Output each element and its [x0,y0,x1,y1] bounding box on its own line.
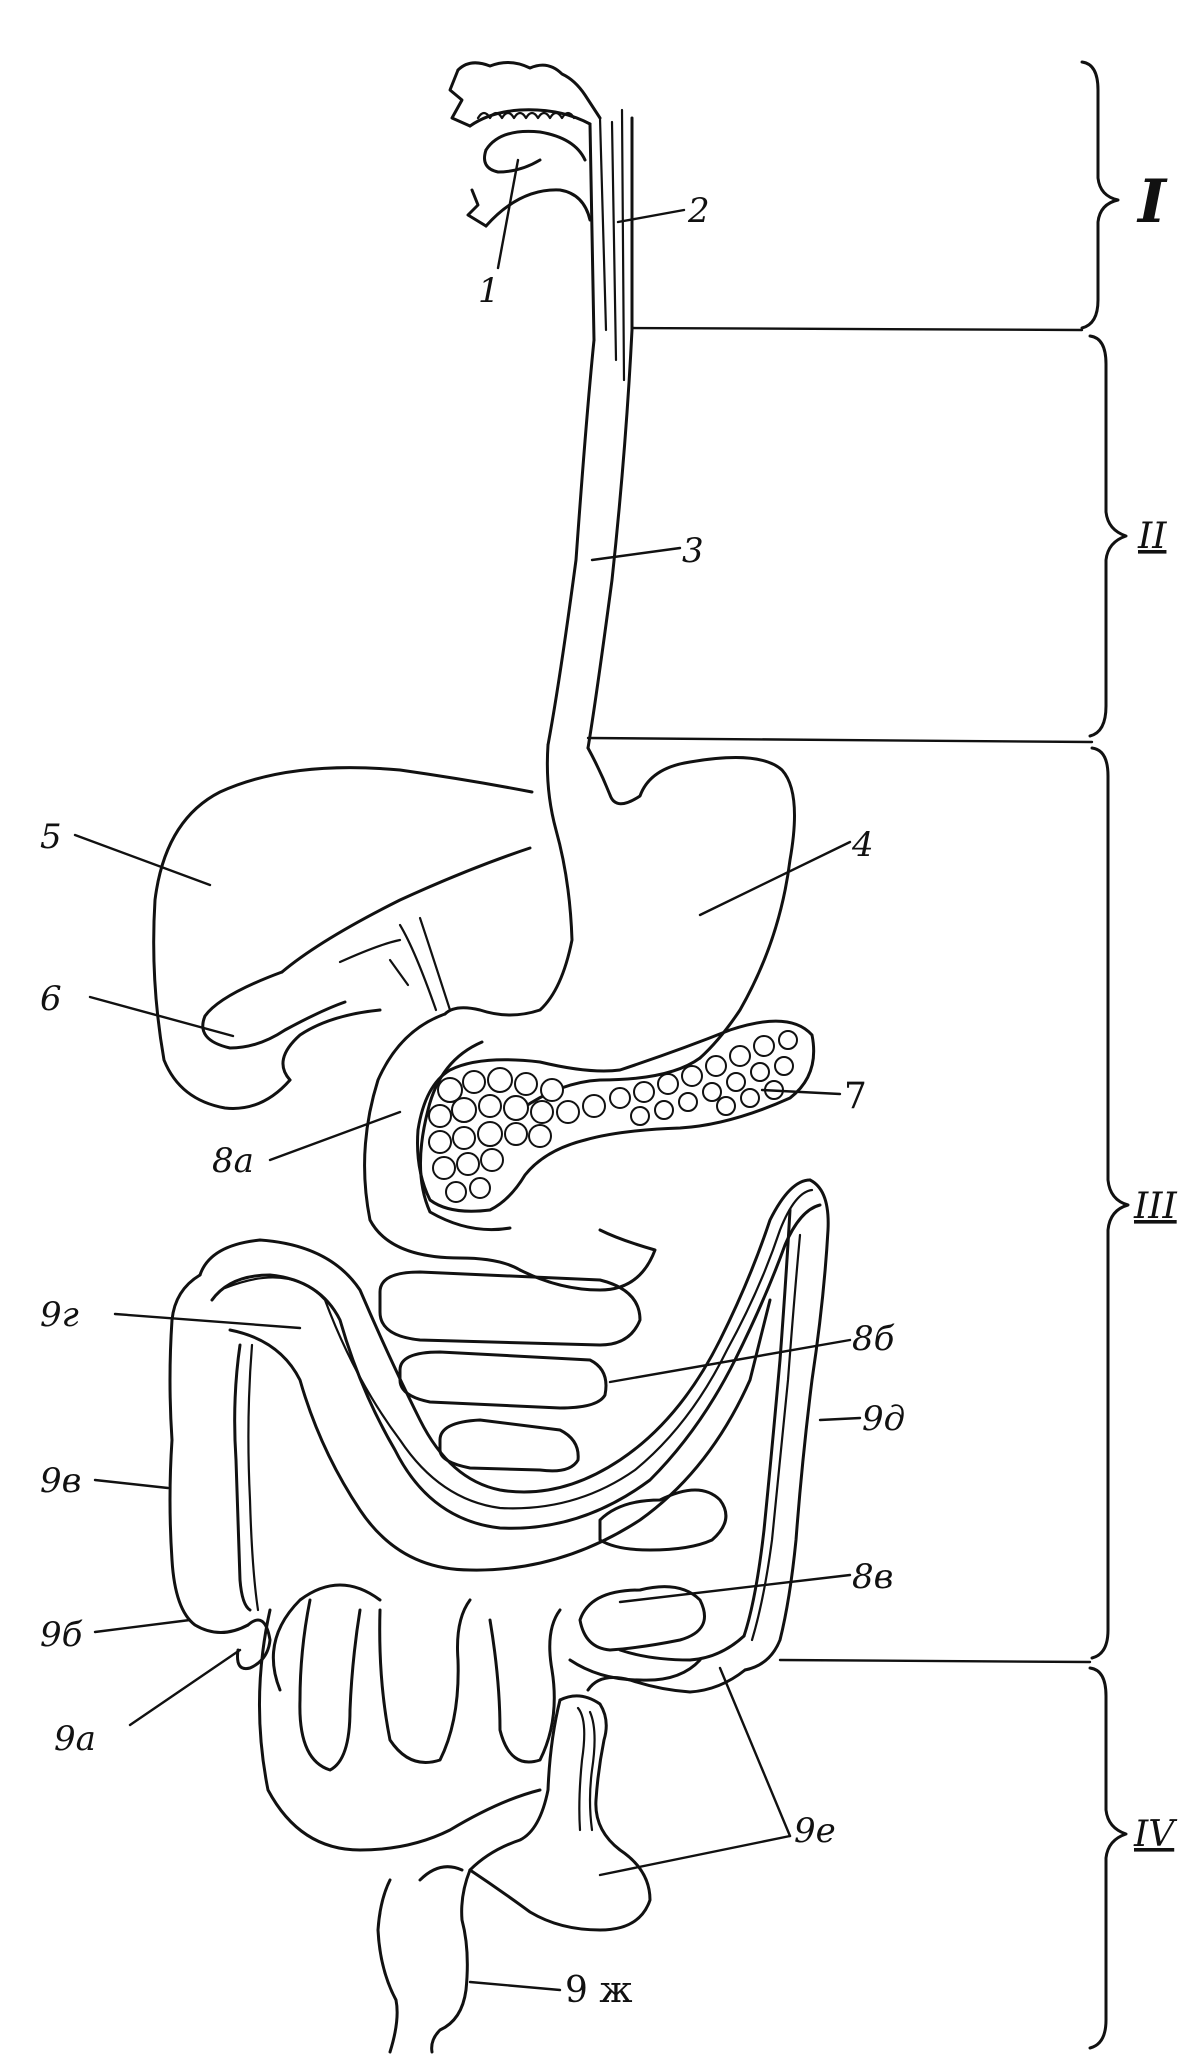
label-6: 6 [40,979,62,1019]
label-8b: 8б [852,1319,895,1359]
pharynx [588,108,634,382]
label-2: 2 [687,191,710,231]
section-label-1: I [1136,167,1168,237]
stomach [443,743,796,1060]
section-label-3: III [1133,1186,1177,1227]
label-7: 7 [844,1076,867,1117]
rectum [376,1865,472,2054]
sigmoid-colon [468,1694,652,1932]
label-5: 5 [40,817,62,857]
label-9zh: 9 ж [565,1970,632,2011]
label-1: 1 [478,271,500,311]
duodenum [363,1012,702,1292]
oral-cavity [448,61,602,228]
label-9b: 9б [40,1615,83,1655]
descending-colon [586,1178,830,1694]
label-8v: 8в [852,1557,893,1597]
leader-lines [73,158,862,1992]
gallbladder [201,916,452,1082]
section-labels: I II III IV [1133,167,1178,1855]
liver [152,766,534,1110]
small-intestine [258,1270,728,1852]
label-3: 3 [682,531,704,571]
esophagus [546,328,634,750]
section-dividers [586,326,1094,1664]
pancreas [416,1019,816,1213]
label-4: 4 [851,825,874,865]
transverse-colon [198,1178,822,1572]
ascending-colon [168,1273,272,1671]
label-8a: 8а [212,1141,254,1181]
part-labels: 1 2 3 4 5 6 7 8а 8б 8в 9а 9б 9в 9г 9д 9е… [40,191,905,2011]
label-9g: 9г [40,1295,79,1335]
section-braces [1080,60,1130,2050]
label-9d: 9д [862,1399,905,1439]
section-label-4: IV [1133,1814,1178,1855]
label-9a: 9а [54,1719,96,1759]
label-9v: 9в [40,1461,81,1501]
label-9e: 9е [794,1811,836,1851]
section-label-2: II [1137,516,1167,557]
